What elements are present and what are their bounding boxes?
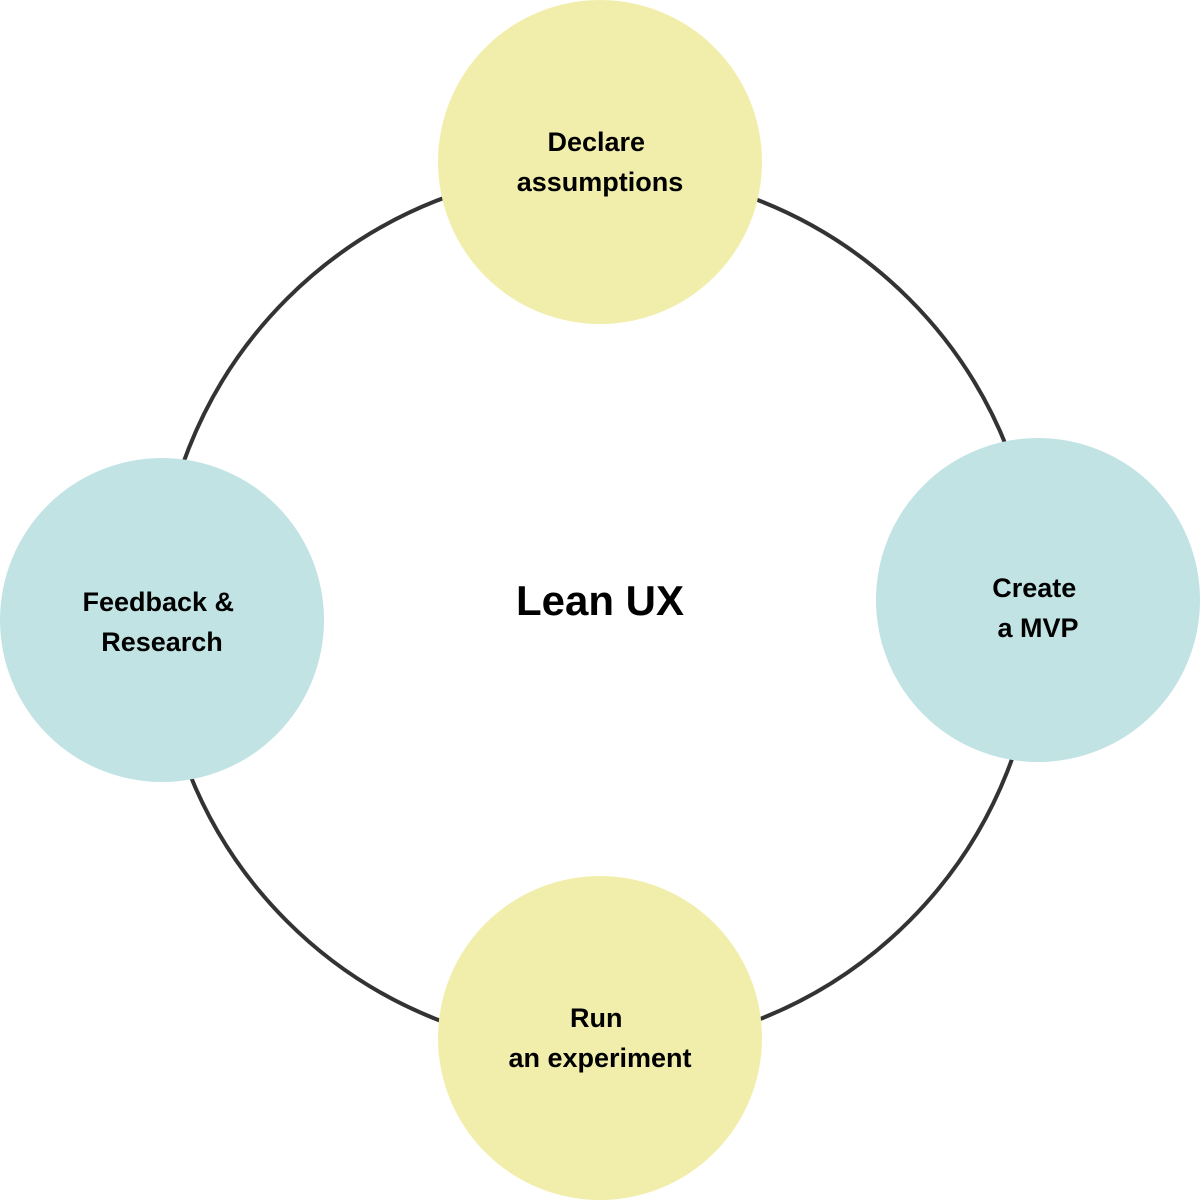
node-feedback-research: Feedback & Research — [0, 458, 324, 782]
node-label-line: Run — [570, 1003, 622, 1033]
node-label-line: Feedback & — [82, 587, 234, 617]
node-declare-assumptions: Declare assumptions — [438, 0, 762, 324]
node-label-line: Declare — [547, 127, 645, 157]
node-circle-declare — [438, 0, 762, 324]
node-run-experiment: Run an experiment — [438, 876, 762, 1200]
svg-text:Create a MVP: Create a MVP — [992, 573, 1084, 643]
node-label-line: a MVP — [997, 613, 1078, 643]
svg-text:Declare assumptions: Declare assumptions — [517, 127, 684, 197]
node-circle-feedback — [0, 458, 324, 782]
svg-text:Feedback & Research: Feedback & Research — [82, 587, 241, 657]
svg-text:Run an experiment: Run an experiment — [508, 1003, 691, 1073]
node-circle-experiment — [438, 876, 762, 1200]
node-label-line: assumptions — [517, 167, 684, 197]
node-circle-mvp — [876, 438, 1200, 762]
node-label-line: Create — [992, 573, 1076, 603]
node-create-mvp: Create a MVP — [876, 438, 1200, 762]
center-title: Lean UX — [516, 577, 684, 624]
node-label-line: an experiment — [508, 1043, 691, 1073]
node-label-line: Research — [101, 627, 223, 657]
